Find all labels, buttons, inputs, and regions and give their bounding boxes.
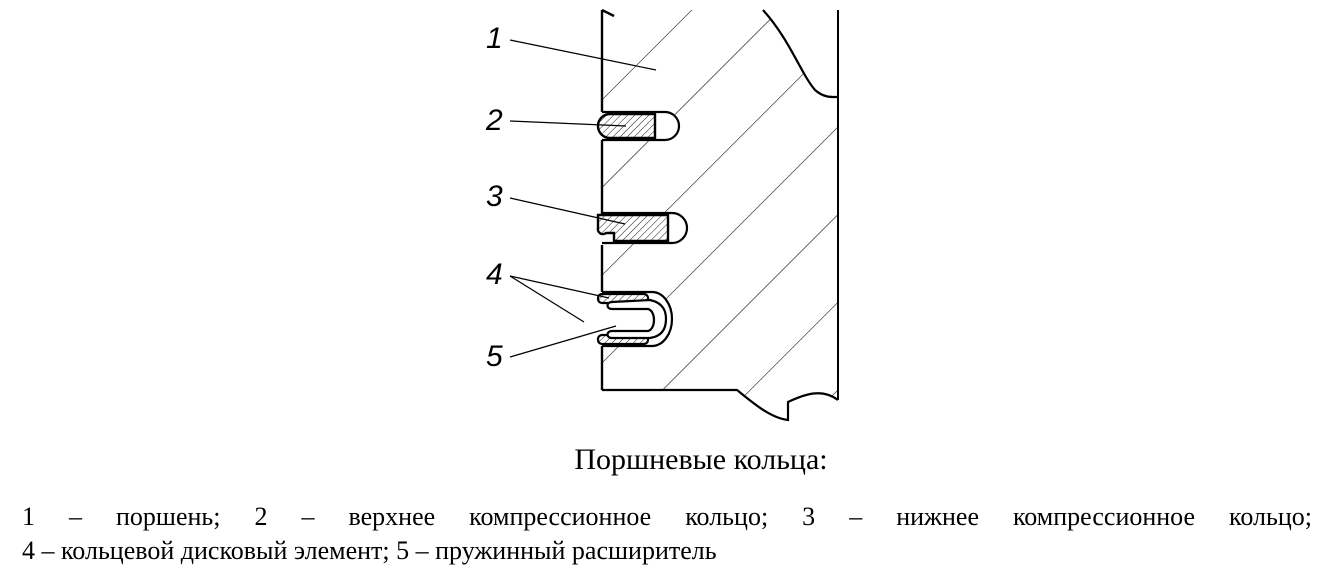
- figure-caption: Поршневые кольца:: [574, 443, 828, 476]
- callout-3: 3: [486, 180, 503, 213]
- callout-2: 2: [485, 104, 503, 137]
- callout-1: 1: [486, 22, 503, 55]
- piston-ring-diagram: 1 2 3 4 5: [485, 8, 839, 422]
- callout-4: 4: [486, 258, 503, 291]
- callout-5: 5: [486, 340, 503, 373]
- upper-compression-ring: [596, 110, 681, 142]
- figure-legend: 1 – поршень; 2 – верхнее компрессионное …: [22, 500, 1312, 568]
- oil-ring-assembly: [596, 290, 674, 348]
- leader-lines: [509, 39, 657, 358]
- legend-line: 4 – кольцевой дисковый элемент; 5 – пруж…: [22, 536, 717, 565]
- legend-line: 1 – поршень; 2 – верхнее компрессионное …: [22, 502, 1312, 531]
- lower-compression-ring: [596, 211, 689, 245]
